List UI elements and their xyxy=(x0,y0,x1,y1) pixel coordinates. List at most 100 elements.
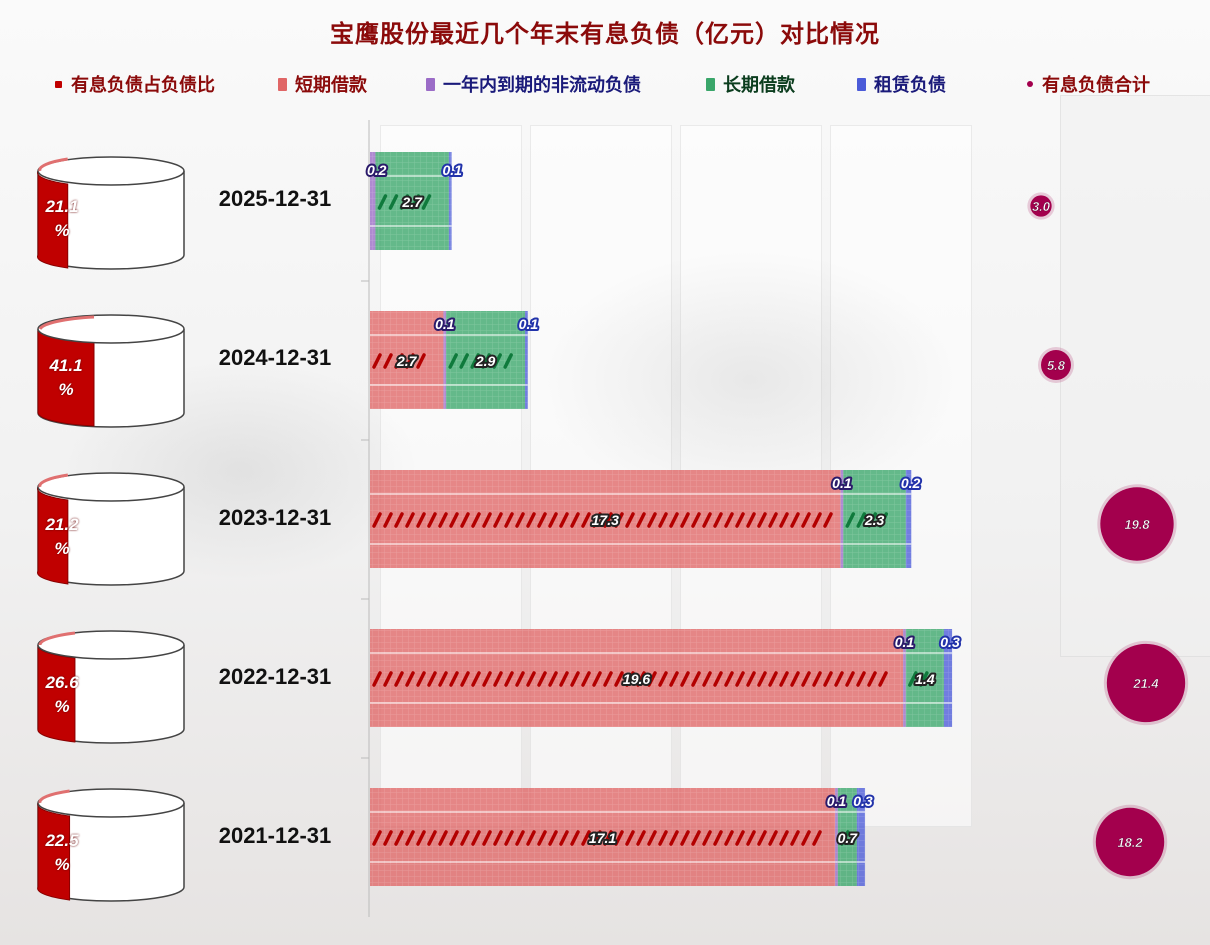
ratio-cylinder xyxy=(37,630,185,744)
bar-value-label-halo: 0.1 xyxy=(443,162,463,178)
bar-value-label: 2.7 xyxy=(401,194,423,210)
bar-value-label: 0.1 xyxy=(827,793,847,809)
category-label: 2025-12-31 xyxy=(218,186,332,211)
bar-value-label-halo: 0.1 xyxy=(435,316,455,332)
legend-item-short-loan[interactable]: 短期借款 xyxy=(278,71,367,97)
cylinder-fill xyxy=(37,170,69,269)
bar-value-label-halo: 0.3 xyxy=(853,793,873,809)
bar-value-label-halo: 0.1 xyxy=(832,475,852,491)
bar-segment-texture xyxy=(903,629,906,727)
bar-segment-group xyxy=(443,311,447,409)
legend-label: 长期借款 xyxy=(723,75,795,95)
bar-segment-texture xyxy=(443,311,447,409)
bar-slash-decor xyxy=(372,830,822,846)
bar-value-label-halo: 1.4 xyxy=(915,671,935,687)
total-bubble xyxy=(1106,643,1186,723)
bar-value-label-halo: 0.1 xyxy=(827,793,847,809)
ratio-value-label: 41.1% xyxy=(49,356,83,399)
bar-value-label: 0.2 xyxy=(901,475,921,491)
ratio-value-label: 21.2% xyxy=(45,515,79,558)
bar-slash-decor xyxy=(372,512,833,528)
bar-segment-texture xyxy=(840,470,844,568)
bar-value-label: 0.1 xyxy=(519,316,539,332)
bar-segment-group xyxy=(903,629,906,727)
bar-value-label: 0.1 xyxy=(443,162,463,178)
legend-item-ratio[interactable]: 有息负债占负债比 xyxy=(55,71,215,97)
bar-value-label: 2.7 xyxy=(396,353,418,369)
legend: 有息负债占负债比 短期借款 一年内到期的非流动负债 长期借款 租赁负债 有息负债… xyxy=(0,71,1210,97)
legend-label: 一年内到期的非流动负债 xyxy=(443,75,641,95)
bar-segment-texture xyxy=(905,470,912,568)
legend-item-lease[interactable]: 租赁负债 xyxy=(857,71,946,97)
bar-value-label-halo: 0.1 xyxy=(519,316,539,332)
ratio-value-label: 26.6% xyxy=(45,673,79,716)
legend-item-long-loan[interactable]: 长期借款 xyxy=(706,71,795,97)
cylinder-top-fill-edge xyxy=(38,473,69,488)
cylinder-top-fill-edge xyxy=(38,789,70,804)
cylinder-fill xyxy=(37,802,71,901)
backdrop-window xyxy=(1060,95,1210,657)
legend-label: 短期借款 xyxy=(295,75,367,95)
bar-value-label: 0.3 xyxy=(940,634,960,650)
bar-value-label: 0.2 xyxy=(367,162,387,178)
cylinder-top xyxy=(37,156,185,186)
bar-segment-group xyxy=(856,788,866,886)
legend-marker xyxy=(278,77,287,91)
cylinder-top xyxy=(37,788,185,818)
bar-segment-texture xyxy=(375,152,449,250)
bar-value-label-halo: 0.1 xyxy=(895,634,915,650)
bar-segment-texture xyxy=(448,152,452,250)
bar-segment-texture xyxy=(370,311,444,409)
bar-segment-group xyxy=(837,788,857,886)
category-label: 2024-12-31 xyxy=(218,345,332,370)
total-value-label: 5.8 xyxy=(1047,358,1066,373)
bar-segment-group xyxy=(370,629,904,727)
ratio-cylinder xyxy=(37,788,185,902)
bar-segment-group xyxy=(448,152,452,250)
legend-label: 租赁负债 xyxy=(874,75,946,95)
bar-segment-group xyxy=(840,470,844,568)
bar-segment-texture xyxy=(370,152,376,250)
total-value-label: 19.8 xyxy=(1124,517,1150,532)
total-bubble xyxy=(1041,350,1071,380)
cylinder-top-fill-edge xyxy=(38,631,76,646)
bar-value-label-halo: 0.3 xyxy=(940,634,960,650)
bar-segment-group xyxy=(835,788,838,886)
bar-segment-texture xyxy=(943,629,953,727)
bar-segment-group xyxy=(943,629,953,727)
total-value-label: 3.0 xyxy=(1032,199,1051,214)
legend-label: 有息负债占负债比 xyxy=(71,75,215,95)
bar-slash-decor xyxy=(908,671,929,687)
legend-item-current-noncurrent[interactable]: 一年内到期的非流动负债 xyxy=(426,71,641,97)
total-bubble xyxy=(1100,487,1174,561)
bar-segment-group xyxy=(525,311,528,409)
total-bubble xyxy=(1030,195,1052,217)
bar-value-label: 0.3 xyxy=(853,793,873,809)
bar-value-label-halo: 19.6 xyxy=(623,671,650,687)
bar-value-label-halo: 2.3 xyxy=(864,512,885,528)
bar-value-label-halo: 0.2 xyxy=(901,475,921,491)
bar-value-label-halo: 17.3 xyxy=(592,512,619,528)
cylinder-top-fill-edge xyxy=(38,157,68,172)
bar-value-label: 17.1 xyxy=(589,830,616,846)
bar-value-label: 0.7 xyxy=(838,830,859,846)
ratio-cylinder xyxy=(37,472,185,586)
category-label: 2021-12-31 xyxy=(218,823,332,848)
bar-value-label: 1.4 xyxy=(915,671,935,687)
bar-segment-group xyxy=(446,311,526,409)
backdrop-ink xyxy=(540,250,960,510)
legend-marker xyxy=(426,77,435,91)
bar-value-label-halo: 0.2 xyxy=(367,162,387,178)
bar-segment-texture xyxy=(370,788,836,886)
bar-slash-decor xyxy=(372,671,888,687)
ratio-cylinders xyxy=(37,156,185,902)
bar-slash-decor xyxy=(840,830,850,846)
bar-segment-group xyxy=(370,470,841,568)
legend-item-total[interactable]: 有息负债合计 xyxy=(1027,71,1150,97)
bar-value-label: 0.1 xyxy=(435,316,455,332)
cylinder-top-fill-edge xyxy=(38,315,95,330)
bar-segment-group xyxy=(905,629,944,727)
bar-segment-texture xyxy=(525,311,528,409)
legend-label: 有息负债合计 xyxy=(1042,75,1150,95)
